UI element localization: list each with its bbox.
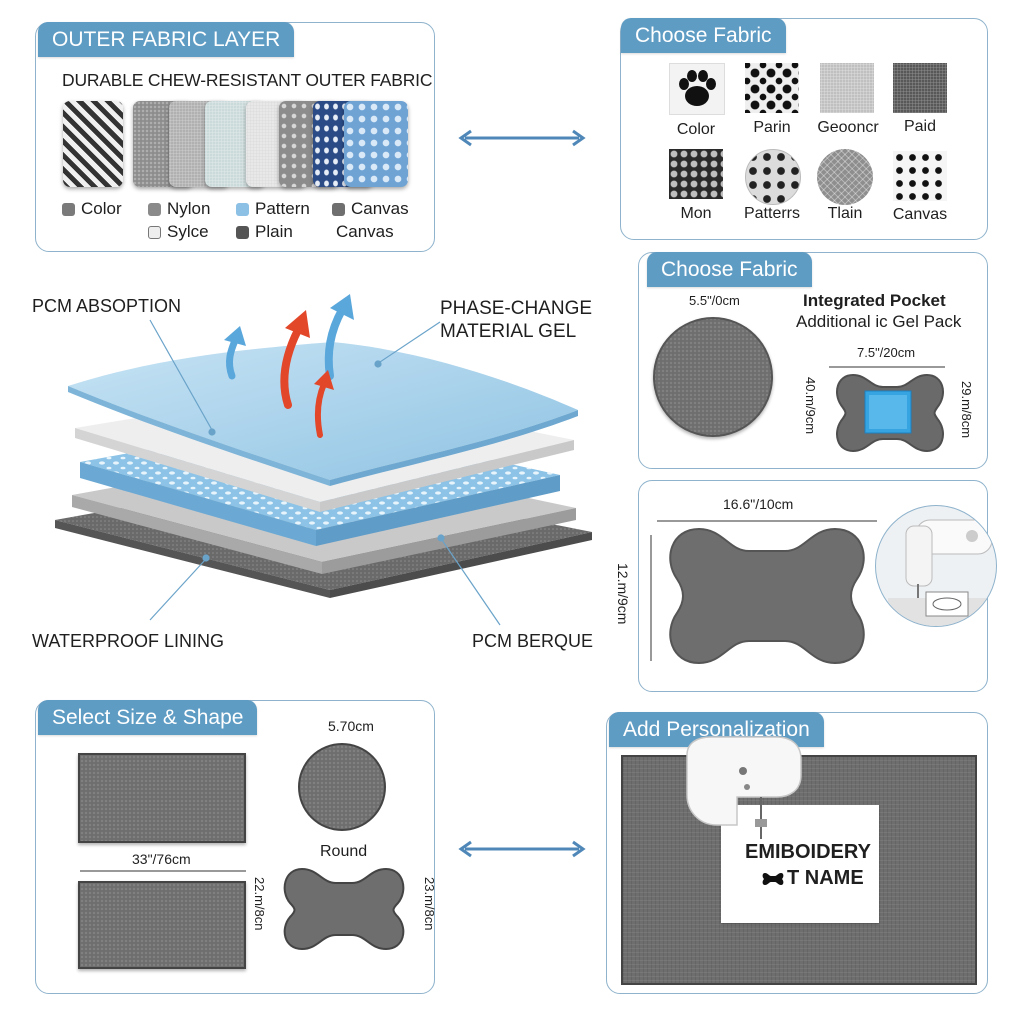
bone-large-width-arrow: [657, 520, 877, 522]
label-waterproof-lining: WATERPROOF LINING: [32, 631, 225, 651]
legend-canvas-2: Canvas: [336, 222, 394, 241]
legend-color: Color: [62, 199, 122, 219]
embroidery-patch: [721, 805, 879, 923]
choose-fabric-title-top: Choose Fabric: [621, 18, 786, 53]
pocket-title: Integrated Pocket: [803, 291, 946, 310]
round-size-label: 5.70cm: [328, 718, 374, 734]
bone-large-height-arrow: [650, 535, 652, 661]
round-label: Round: [320, 843, 368, 860]
tweed-swatch-icon[interactable]: [820, 63, 874, 113]
mesh-circle-icon[interactable]: [817, 149, 873, 205]
legend-nylon: Nylon: [148, 199, 210, 219]
embroidery-line2: T NAME: [787, 867, 864, 889]
tile-label-mon: Mon: [680, 205, 712, 222]
sewing-machine-image: [875, 505, 997, 627]
bone-height-left-label: 40.m/9cm: [803, 377, 818, 435]
leader-lines: [149, 319, 501, 626]
legend-sylce: Sylce: [148, 222, 209, 242]
fabric-swatch-blue-floral[interactable]: [344, 101, 408, 187]
paw-pattern-icon[interactable]: [745, 63, 799, 113]
size-shape-title: Select Size & Shape: [38, 700, 258, 735]
legend-canvas: Canvas: [332, 199, 409, 219]
round-mat-size[interactable]: [298, 743, 386, 831]
double-arrow-icon-bottom: [458, 840, 586, 858]
rect-mat-bottom[interactable]: [78, 881, 246, 969]
size-shape-panel: Select Size & Shape 5.70cm Round 33"/76c…: [35, 700, 437, 994]
pocket-subtitle: Additional ic Gel Pack: [796, 312, 962, 331]
bone-large-width-label: 16.6"/10cm: [723, 496, 794, 512]
round-dim-label: 5.5"/0cm: [689, 293, 740, 308]
label-gel-line2: MATERIAL GEL: [440, 321, 577, 342]
double-arrow-icon-top: [458, 129, 586, 147]
tile-label-color: Color: [676, 121, 716, 138]
outer-fabric-subtitle: DURABLE CHEW-RESISTANT OUTER FABRIC: [62, 70, 433, 90]
paw-print-swatch-icon[interactable]: [893, 151, 947, 201]
tile-label-geooncr: Geooncr: [817, 119, 879, 136]
outer-fabric-title: OUTER FABRIC LAYER: [38, 22, 295, 57]
rect-mat-top[interactable]: [78, 753, 246, 843]
rect-width-arrow: [80, 870, 246, 872]
sewing-machine-icon: [888, 519, 996, 626]
pcm-top-sheet: [68, 342, 578, 486]
round-mat[interactable]: [653, 317, 773, 437]
bone-mat-small[interactable]: [827, 369, 953, 455]
outer-fabric-panel: OUTER FABRIC LAYER DURABLE CHEW-RESISTAN…: [35, 22, 435, 252]
bone-width-arrow: [829, 366, 945, 368]
dark-weave-icon[interactable]: [893, 63, 947, 113]
label-pcm-absorption: PCM ABSOPTION: [32, 296, 182, 316]
rect-width-label: 33"/76cm: [132, 851, 191, 867]
bone-large-panel: 16.6"/10cm 12.m/9cm: [615, 480, 997, 692]
tile-label-tlain: Tlain: [827, 205, 863, 222]
fabric-swatch-stripes[interactable]: [63, 101, 123, 187]
bone-height-right-label: 29.m/8cm: [959, 381, 974, 439]
bone-mat-large[interactable]: [659, 523, 875, 669]
paw-circle-icon[interactable]: [745, 149, 801, 205]
choose-fabric-title-mid: Choose Fabric: [647, 252, 812, 287]
tile-label-patterrs: Patterrs: [743, 205, 800, 222]
bone-width-label: 7.5"/20cm: [857, 345, 916, 360]
size-height-right-label: 23.m/8cn: [422, 877, 437, 931]
heat-arrows-icon: [224, 294, 354, 438]
paw-icon[interactable]: [669, 63, 725, 115]
legend-plain: Plain: [236, 222, 293, 242]
tile-label-paid: Paid: [903, 118, 937, 135]
choose-fabric-panel-mid: Choose Fabric 5.5"/0cm Integrated Pocket…: [638, 252, 988, 469]
label-gel-line1: PHASE-CHANGE: [440, 298, 593, 319]
personalization-panel: Add Personalization EMIBOIDERY T NAME: [606, 712, 988, 994]
label-pcm-berque: PCM BERQUE: [472, 631, 594, 651]
tile-label-parin: Parin: [753, 119, 791, 136]
bone-mat-size[interactable]: [274, 863, 414, 953]
sewing-machine-head-icon: [686, 736, 802, 839]
bone-icon: [762, 873, 784, 885]
size-height-left-label: 22.m/8cn: [252, 877, 267, 931]
bone-large-height-label: 12.m/9cm: [615, 563, 631, 625]
dots-swatch-icon[interactable]: [669, 149, 723, 199]
choose-fabric-panel-top: Choose Fabric Color Parin Geooncr Paid M…: [620, 18, 988, 240]
tile-label-canvas: Canvas: [892, 206, 948, 223]
legend-pattern: Pattern: [236, 199, 310, 219]
embroidery-line1: EMIBOIDERY: [745, 841, 871, 863]
layer-diagram: [55, 294, 592, 626]
